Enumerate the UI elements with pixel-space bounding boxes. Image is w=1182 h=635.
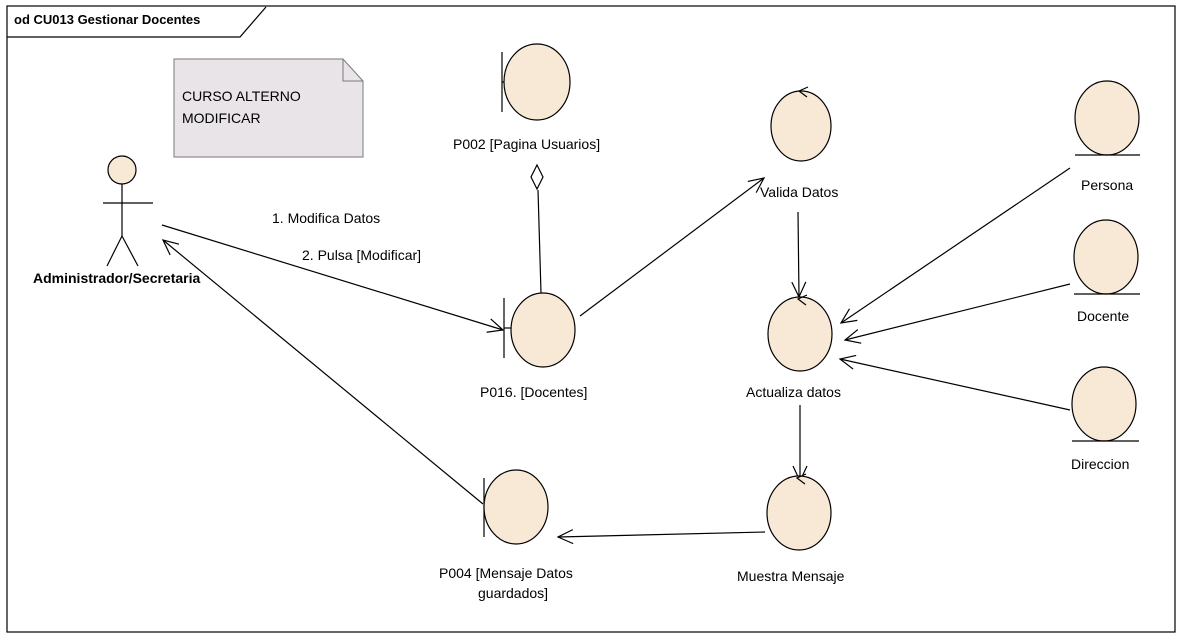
boundary-p002[interactable]: P002 [Pagina Usuarios]: [453, 43, 600, 152]
boundary-p016[interactable]: P016. [Docentes]: [480, 292, 587, 400]
p004-label-1: P004 [Mensaje Datos: [439, 565, 573, 581]
control-muestra-mensaje[interactable]: Muestra Mensaje: [737, 473, 845, 584]
boundary-p004[interactable]: P004 [Mensaje Datos guardados]: [439, 469, 573, 601]
note[interactable]: CURSO ALTERNO MODIFICAR: [173, 58, 364, 158]
note-line-2: MODIFICAR: [182, 110, 261, 126]
direccion-label: Direccion: [1071, 456, 1129, 472]
entity-docente[interactable]: Docente: [1073, 219, 1140, 324]
actualiza-label: Actualiza datos: [746, 384, 841, 400]
note-line-1: CURSO ALTERNO: [182, 88, 301, 104]
message-2: 2. Pulsa [Modificar]: [302, 247, 421, 263]
frame-title: od CU013 Gestionar Docentes: [14, 12, 200, 27]
control-valida-datos[interactable]: Valida Datos: [760, 86, 838, 200]
p002-label: P002 [Pagina Usuarios]: [453, 136, 600, 152]
p016-label: P016. [Docentes]: [480, 384, 587, 400]
message-1: 1. Modifica Datos: [272, 210, 380, 226]
docente-label: Docente: [1077, 308, 1129, 324]
connector-actor-p016[interactable]: [161, 224, 505, 333]
p004-label-2: guardados]: [478, 585, 548, 601]
frame-tab: [7, 6, 267, 38]
connector-p016-p002[interactable]: [537, 189, 542, 294]
entity-persona[interactable]: Persona: [1074, 80, 1140, 193]
control-actualiza-datos[interactable]: Actualiza datos: [746, 294, 841, 400]
actor-administrador[interactable]: Administrador/Secretaria: [33, 155, 200, 286]
persona-label: Persona: [1081, 177, 1133, 193]
aggregation-diamond: [530, 163, 544, 191]
actor-label: Administrador/Secretaria: [33, 270, 200, 286]
connector-direccion-actualiza[interactable]: [838, 354, 1071, 411]
connectors: [161, 163, 1071, 545]
muestra-label: Muestra Mensaje: [737, 568, 845, 584]
connector-docente-actualiza[interactable]: [843, 283, 1071, 344]
connector-p016-valida[interactable]: [579, 177, 766, 317]
entity-direccion[interactable]: Direccion: [1071, 366, 1139, 472]
connector-p004-actor[interactable]: [161, 239, 484, 505]
valida-label: Valida Datos: [760, 184, 838, 200]
connector-persona-actualiza[interactable]: [839, 167, 1071, 324]
connector-muestra-p004[interactable]: [556, 529, 766, 545]
diagram-frame: [6, 5, 1176, 633]
connector-valida-actualiza[interactable]: [791, 211, 807, 299]
